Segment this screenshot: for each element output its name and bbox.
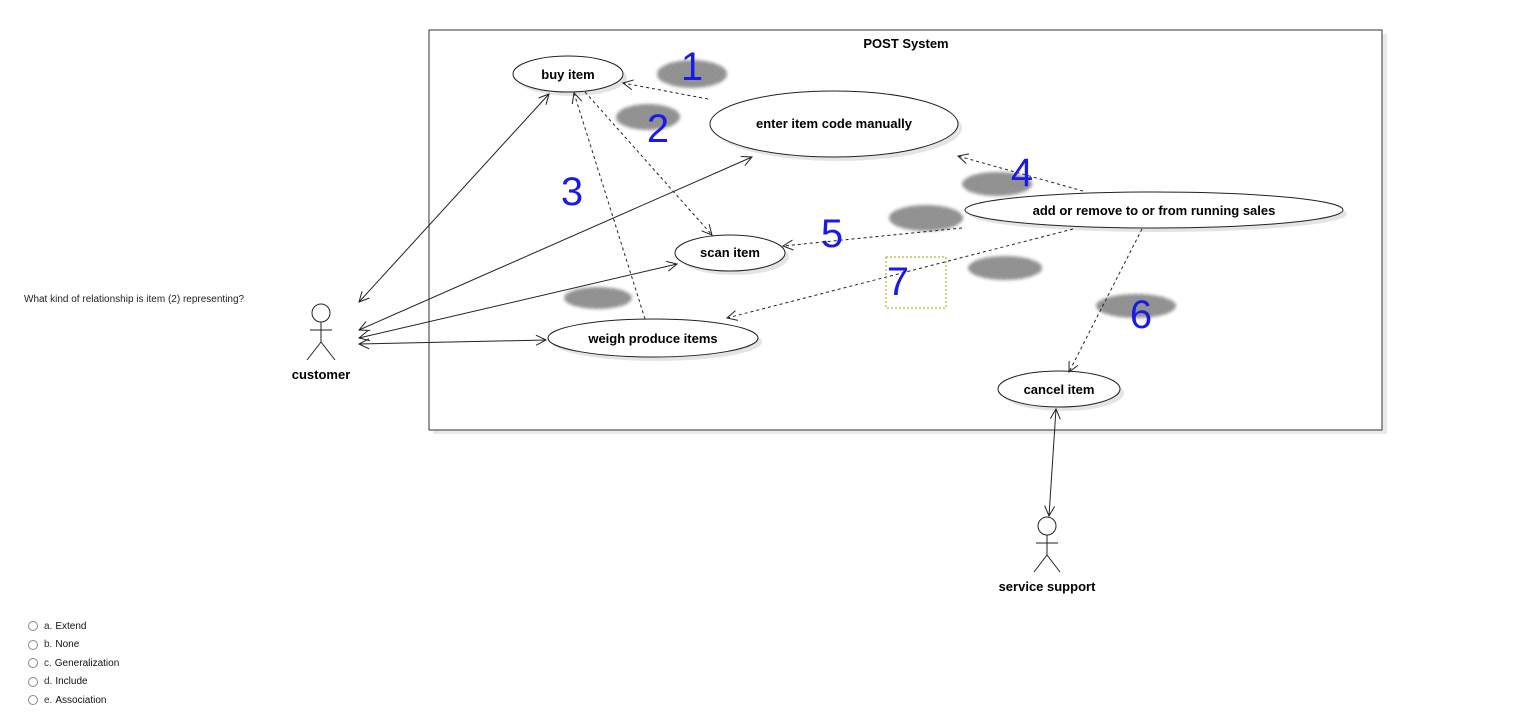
use-case-cancel-item: cancel item — [997, 370, 1124, 411]
actor-label-customer: customer — [292, 367, 351, 382]
radio-button[interactable] — [28, 676, 38, 687]
dependency-1 — [623, 83, 709, 100]
use-case-label: scan item — [700, 245, 760, 260]
redaction-blob — [968, 256, 1042, 280]
use-case-weigh-produce: weigh produce items — [547, 318, 762, 361]
option-label: Include — [55, 676, 88, 688]
redaction-blob — [657, 60, 727, 88]
option-b[interactable]: b. None — [28, 636, 119, 655]
option-d[interactable]: d. Include — [28, 673, 119, 692]
option-label: Association — [55, 694, 107, 706]
actor-service-support — [1033, 516, 1061, 573]
marker-6: 6 — [1130, 293, 1152, 337]
radio-button[interactable] — [28, 658, 38, 669]
use-case-enter-code: enter item code manually — [709, 90, 962, 161]
marker-7: 7 — [887, 260, 909, 304]
redaction-blob — [564, 287, 632, 309]
redaction-blob — [1096, 294, 1176, 318]
radio-button[interactable] — [28, 695, 38, 706]
question-text: What kind of relationship is item (2) re… — [24, 294, 245, 305]
option-letter: c. — [44, 657, 52, 669]
use-case-buy-item: buy item — [512, 55, 627, 96]
radio-button[interactable] — [28, 639, 38, 650]
marker-5: 5 — [821, 212, 843, 256]
option-e[interactable]: e. Association — [28, 691, 119, 710]
dependency-6 — [1069, 228, 1143, 372]
option-letter: d. — [44, 676, 53, 688]
use-case-label: buy item — [541, 67, 594, 82]
dependency-2 — [584, 91, 712, 235]
association-cancel-support — [1049, 409, 1056, 516]
marker-1: 1 — [681, 45, 703, 89]
actor-customer — [306, 303, 336, 361]
redaction-blob — [616, 104, 680, 130]
marker-7-box — [885, 256, 947, 309]
option-c[interactable]: c. Generalization — [28, 654, 119, 673]
option-label: Extend — [55, 620, 87, 632]
redaction-blob — [962, 172, 1032, 196]
answer-options: a. Extend b. None c. Generalization d. I… — [28, 617, 119, 710]
option-a[interactable]: a. Extend — [28, 617, 119, 636]
use-case-label: weigh produce items — [587, 331, 717, 346]
option-letter: e. — [44, 694, 53, 706]
use-case-add-remove: add or remove to or from running sales — [964, 191, 1347, 232]
use-case-label: add or remove to or from running sales — [1033, 203, 1276, 218]
use-case-label: cancel item — [1024, 382, 1095, 397]
marker-3: 3 — [561, 170, 583, 214]
marker-2: 2 — [647, 107, 669, 151]
use-case-label: enter item code manually — [756, 116, 913, 131]
option-label: None — [55, 639, 80, 651]
system-title: POST System — [863, 36, 948, 51]
dependency-4 — [958, 156, 1084, 192]
association-customer-scan — [359, 264, 677, 338]
option-letter: a. — [44, 620, 53, 632]
option-label: Generalization — [54, 657, 120, 669]
option-letter: b. — [44, 639, 53, 651]
actor-label-service-support: service support — [999, 579, 1096, 594]
association-customer-weigh — [359, 340, 546, 344]
marker-4: 4 — [1011, 151, 1033, 195]
redaction-blob — [889, 205, 963, 231]
radio-button[interactable] — [28, 621, 38, 632]
